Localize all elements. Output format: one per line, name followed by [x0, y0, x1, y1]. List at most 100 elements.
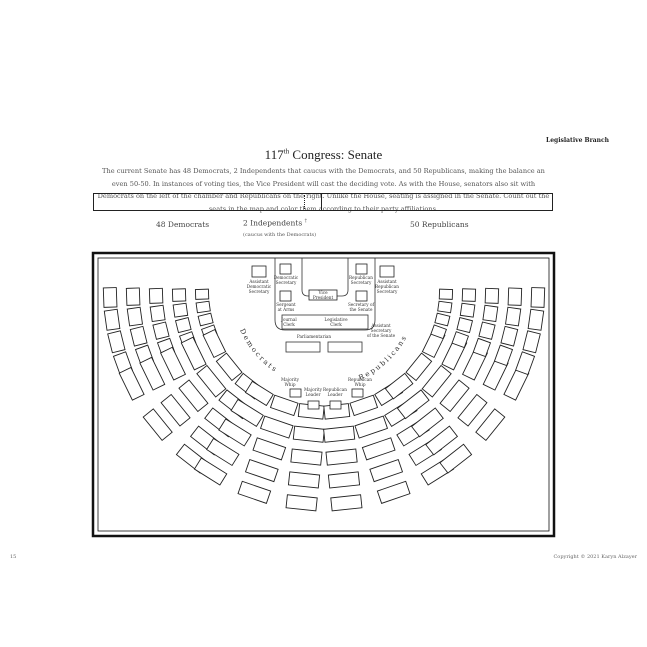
senate-seat[interactable] — [430, 324, 447, 340]
independents-text: 2 Independents — [243, 218, 303, 228]
senate-seat[interactable] — [438, 288, 454, 300]
senate-seat[interactable] — [323, 425, 356, 443]
sec-senate-seat[interactable] — [355, 290, 368, 302]
senate-seat[interactable] — [244, 380, 274, 407]
senate-seat[interactable] — [149, 304, 166, 323]
senate-seat[interactable] — [493, 344, 514, 367]
inner-frame — [97, 257, 550, 532]
republican-whip-seat[interactable] — [351, 388, 364, 398]
senate-seat[interactable] — [457, 393, 488, 427]
senate-seat[interactable] — [349, 394, 379, 417]
senate-seat[interactable] — [354, 415, 389, 439]
senate-seat[interactable] — [193, 457, 228, 486]
senate-seat[interactable] — [530, 287, 546, 308]
senate-seat[interactable] — [142, 408, 173, 442]
senate-seat[interactable] — [196, 364, 227, 398]
senate-seat[interactable] — [171, 288, 187, 302]
republican-leader-seat[interactable] — [329, 400, 342, 410]
section-header: Legislative Branch — [546, 137, 609, 144]
senate-seat[interactable] — [285, 494, 318, 512]
senate-seat[interactable] — [244, 458, 279, 483]
senate-seat[interactable] — [230, 398, 264, 428]
senate-seat[interactable] — [269, 394, 299, 417]
senate-seat[interactable] — [215, 352, 243, 382]
senate-seat[interactable] — [396, 389, 430, 420]
dem-secretary-seat[interactable] — [279, 263, 292, 275]
majority-leader-seat[interactable] — [307, 400, 320, 410]
senate-seat[interactable] — [107, 330, 126, 354]
asst-dem-secretary-seat[interactable] — [251, 265, 267, 278]
senate-seat[interactable] — [172, 302, 189, 318]
senate-seat[interactable] — [218, 418, 252, 447]
senate-seat[interactable] — [361, 437, 396, 461]
senate-seat[interactable] — [522, 330, 541, 354]
senate-seat[interactable] — [515, 351, 536, 376]
republicans-arc-label: Republicans — [357, 333, 409, 382]
senate-seat[interactable] — [290, 448, 323, 466]
senate-seat[interactable] — [451, 331, 470, 349]
senate-seat[interactable] — [500, 325, 519, 347]
senate-seat[interactable] — [103, 308, 121, 331]
senate-seat[interactable] — [292, 425, 325, 443]
senate-seat[interactable] — [125, 287, 141, 306]
senate-seat[interactable] — [472, 337, 492, 358]
asst-rep-secretary-seat[interactable] — [379, 265, 395, 278]
senate-seat[interactable] — [456, 317, 474, 334]
senate-seat[interactable] — [197, 312, 214, 327]
senate-seat[interactable] — [482, 304, 499, 323]
title-number: 117 — [264, 147, 284, 162]
senate-seat[interactable] — [129, 325, 148, 347]
senate-seat[interactable] — [330, 494, 363, 512]
majority-whip-seat[interactable] — [289, 388, 302, 398]
senate-seat[interactable] — [252, 437, 287, 461]
senate-seat[interactable] — [327, 471, 361, 489]
senate-seat[interactable] — [507, 287, 523, 306]
senate-seat[interactable] — [405, 352, 433, 382]
senate-seat[interactable] — [139, 356, 166, 391]
senate-seat[interactable] — [484, 287, 500, 304]
senate-seat[interactable] — [126, 306, 143, 327]
senate-seat[interactable] — [475, 408, 506, 442]
vp-seat[interactable] — [308, 289, 338, 301]
senate-seat[interactable] — [478, 321, 496, 340]
senate-seat[interactable] — [159, 346, 187, 381]
senate-seat[interactable] — [527, 308, 545, 331]
senate-seat[interactable] — [174, 317, 192, 334]
senate-seat[interactable] — [325, 448, 358, 466]
senate-seat[interactable] — [461, 288, 477, 302]
balance-bar[interactable] — [93, 193, 553, 211]
senate-seat[interactable] — [195, 300, 211, 314]
senate-seat[interactable] — [160, 393, 191, 427]
senate-seat[interactable] — [206, 437, 240, 467]
senate-seat[interactable] — [421, 364, 452, 398]
senate-seat[interactable] — [178, 379, 209, 413]
senate-seat[interactable] — [237, 480, 272, 504]
senate-seat[interactable] — [425, 425, 459, 456]
senate-seat[interactable] — [180, 336, 207, 371]
senate-seat[interactable] — [194, 288, 210, 300]
senate-seat[interactable] — [384, 372, 414, 400]
senate-seat[interactable] — [118, 366, 145, 401]
senate-seat[interactable] — [102, 287, 118, 308]
senate-seat[interactable] — [152, 321, 170, 340]
rep-secretary-seat[interactable] — [355, 263, 368, 275]
senate-seat[interactable] — [439, 443, 473, 474]
senate-seat[interactable] — [459, 302, 476, 318]
senate-seat[interactable] — [202, 328, 227, 359]
senate-seat[interactable] — [259, 415, 294, 439]
independents-label: 2 Independents † — [243, 218, 307, 228]
independents-note: (caucus with the Democrats) — [243, 232, 317, 238]
sergeant-seat[interactable] — [279, 290, 292, 302]
senate-seat[interactable] — [287, 471, 321, 489]
senate-seat[interactable] — [434, 312, 451, 327]
senate-seat[interactable] — [410, 407, 444, 438]
senate-seat[interactable] — [439, 379, 470, 413]
senate-seat[interactable] — [148, 287, 164, 304]
senate-seat[interactable] — [437, 300, 453, 314]
senate-seat[interactable] — [505, 306, 522, 327]
senate-seat[interactable] — [376, 480, 411, 504]
senate-seat[interactable] — [369, 458, 404, 483]
